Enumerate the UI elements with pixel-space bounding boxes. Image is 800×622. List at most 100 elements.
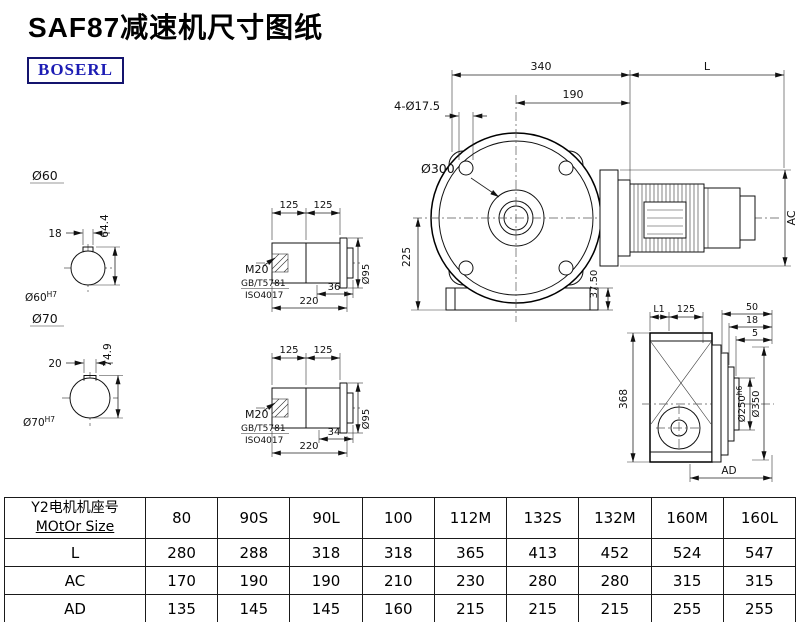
bolt-hole (558, 260, 574, 276)
page-title: SAF87减速机尺寸图纸 (28, 12, 324, 43)
dim-end-length: 36 (328, 282, 341, 293)
standard-1: GB/T5781 (241, 279, 286, 289)
input-flange-step2 (727, 366, 735, 442)
bore-fit-70: Ø70H7 (23, 415, 55, 429)
size-cell: 160M (650, 497, 724, 539)
dim-end-length: 34 (328, 427, 341, 438)
technical-drawing: 18 64.4 Ø60 Ø60H7 20 74.9 Ø70 Ø70H7 (23, 60, 798, 482)
dim-total-length: 220 (299, 296, 318, 307)
value-cell: 365 (433, 538, 508, 567)
value-cell: 190 (217, 566, 291, 595)
brand-logo: BOSERL (27, 57, 124, 84)
bore-fit-60: Ø60H7 (25, 290, 57, 304)
dim-L1: L1 (653, 304, 664, 315)
header-cn: Y2电机机座号 (31, 500, 119, 516)
size-cell: 160L (722, 497, 797, 539)
input-spigot (733, 377, 740, 431)
value-cell: 230 (433, 566, 508, 595)
header-en: MOtOr Size (35, 519, 115, 535)
value-cell: 318 (289, 538, 363, 567)
size-cell: 90L (289, 497, 363, 539)
value-cell: 452 (578, 538, 652, 567)
dim-collar-dia: Ø95 (360, 409, 372, 430)
value-cell: 413 (506, 538, 580, 567)
dim-offset-190: 190 (563, 88, 584, 101)
shaft1-collar (339, 237, 348, 289)
value-cell: 215 (506, 594, 580, 622)
thread-callout: M20 (245, 263, 269, 276)
side-view: 368 L1 125 50 18 5 Ø250h6 Ø350 (618, 302, 774, 482)
row-label: L (4, 538, 146, 567)
value-cell: 280 (506, 566, 580, 595)
value-cell: 315 (650, 566, 724, 595)
dim-18: 18 (746, 315, 758, 326)
bolt-hole (458, 260, 474, 276)
front-view: 340 L 190 4-Ø17.5 Ø300 225 37.50 AC (394, 60, 798, 322)
shaft2-collar (339, 382, 348, 434)
bore-fit-70-dia: Ø70 (23, 417, 45, 429)
dim-keyheight-60: 64.4 (99, 214, 111, 238)
value-cell: 135 (144, 594, 219, 622)
standard-2: ISO4017 (245, 291, 283, 301)
dim-height-368: 368 (618, 389, 630, 409)
dim-5: 5 (752, 328, 758, 339)
bore-title-60: Ø60 (32, 168, 58, 183)
size-cell: 132M (578, 497, 652, 539)
value-cell: 318 (361, 538, 435, 567)
value-cell: 315 (722, 566, 797, 595)
dim-125: 125 (677, 304, 695, 315)
fan-cover-cap (739, 195, 756, 241)
shaft-detail-1: 125 125 M20 GB/T5781 ISO4017 36 220 Ø95 (241, 200, 372, 312)
thread-callout: M20 (245, 408, 269, 421)
bore-fit-60-tol: H7 (47, 290, 58, 299)
value-cell: 145 (289, 594, 363, 622)
value-cell: 524 (650, 538, 724, 567)
bore-title-70: Ø70 (32, 311, 58, 326)
dim-seg2: 125 (313, 345, 332, 356)
standard-1: GB/T5781 (241, 424, 286, 434)
bore-view-60: 18 64.4 Ø60 Ø60H7 (25, 168, 120, 304)
size-cell: 80 (144, 497, 219, 539)
standard-2: ISO4017 (245, 436, 283, 446)
brand-logo-text: BOSERL (38, 60, 113, 79)
dim-overall-340: 340 (531, 60, 552, 73)
dim-flange-dia: Ø300 (421, 161, 455, 176)
value-cell: 190 (289, 566, 363, 595)
value-cell: 547 (722, 538, 797, 567)
dim-bolt-holes: 4-Ø17.5 (394, 99, 440, 113)
dim-collar-dia: Ø95 (360, 264, 372, 285)
dim-seg2: 125 (313, 200, 332, 211)
keyway-70 (83, 375, 97, 381)
value-cell: 280 (578, 566, 652, 595)
bolt-hole (458, 160, 474, 176)
motor-size-header: Y2电机机座号 MOtOr Size (4, 497, 146, 539)
bore-fit-60-dia: Ø60 (25, 292, 47, 304)
value-cell: 255 (650, 594, 724, 622)
motor-nameplate (643, 201, 687, 239)
motor-flange-plate (599, 169, 619, 267)
spigot-dia-fit: h6 (735, 386, 744, 396)
dim-flange-dia-350: Ø350 (750, 391, 762, 418)
table-header-row: Y2电机机座号 MOtOr Size 80 90S 90L 100 112M 1… (4, 497, 797, 539)
value-cell: 288 (217, 538, 291, 567)
dimension-table: Y2电机机座号 MOtOr Size 80 90S 90L 100 112M 1… (4, 497, 797, 622)
dim-seg1: 125 (279, 200, 298, 211)
table-row-AD: AD 135 145 145 160 215 215 215 255 255 (4, 594, 797, 622)
shaft1-stub (346, 247, 354, 279)
input-flange-step (720, 352, 729, 456)
value-cell: 170 (144, 566, 219, 595)
dim-spigot-dia: Ø250h6 (735, 386, 748, 423)
input-flange-plate (711, 344, 722, 463)
fan-cover (703, 187, 741, 249)
bore-fit-70-tol: H7 (45, 415, 56, 424)
keyway-60 (82, 246, 94, 253)
motor-adapter (617, 179, 631, 257)
value-cell: 280 (144, 538, 219, 567)
row-label: AC (4, 566, 146, 595)
value-cell: 255 (722, 594, 797, 622)
dim-motor-length-L: L (704, 60, 711, 73)
bolt-hole (558, 160, 574, 176)
size-cell: 132S (506, 497, 580, 539)
value-cell: 145 (217, 594, 291, 622)
